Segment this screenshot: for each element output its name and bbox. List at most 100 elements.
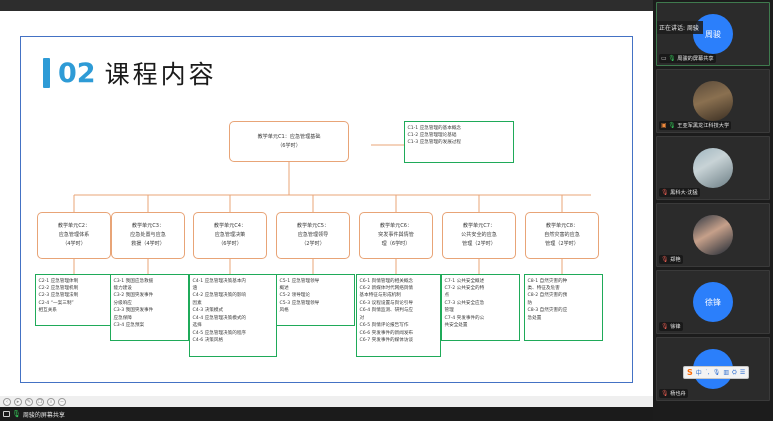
participant-name-tag: ▭ 🎙 周骏的屏幕共享	[659, 54, 716, 63]
detail-item: C8-3 自然灾害的应	[527, 308, 568, 314]
node-line: 教学单元C4：	[213, 223, 247, 230]
mic-icon[interactable]: 🎙	[712, 369, 721, 376]
node-line: 救援（4学时）	[131, 240, 165, 247]
node-line: 公共安全的应急	[461, 232, 497, 239]
screen-share-status-bar: 🎙 周骏的屏幕共享	[0, 407, 653, 421]
participant-tile-2[interactable]: 🎙 黑科大·沈猛	[656, 136, 770, 200]
detail-item: C1-3 应急管理的发展过程	[407, 140, 462, 146]
node-line: 管理（2学时）	[462, 240, 496, 247]
slide-title-text: 课程内容	[104, 60, 217, 89]
detail-item: C6-1 舆情管理的相关概念	[359, 278, 414, 284]
node-line: 教学单元C2：	[57, 223, 91, 230]
detail-item: C4-1 应急管理决策基本内	[192, 278, 247, 284]
ime-toolbar[interactable]: S 中 ˙, 🎙 ▥ ⛭ ☰	[683, 366, 750, 379]
detail-item: 选择	[192, 323, 202, 329]
detail-item: C4-4 应急管理决策模式的	[192, 315, 247, 321]
node-line: （4学时）	[62, 240, 86, 247]
tools-icon[interactable]: ⛭	[732, 368, 737, 376]
title-accent-bar	[43, 58, 50, 88]
node-line: 教学单元C6：	[379, 223, 413, 230]
detail-item: 急处置	[527, 315, 542, 321]
menu-icon[interactable]: ☰	[739, 369, 746, 376]
detail-item: C6-7 突发事件的媒体访谈	[359, 338, 414, 343]
page-title: 02 课程内容	[43, 55, 217, 91]
participant-sidebar[interactable]: 周骏 ▭ 🎙 周骏的屏幕共享 正在讲话: 周骏 ▣ 🎙 王亚军黑龙江科技大学 🎙…	[653, 0, 773, 421]
node-line: 应急管理领导	[297, 232, 329, 239]
course-structure-diagram: 教学单元C1：应急管理基础 （6学时） C1-1 应急管理的基本概念 C1-2 …	[21, 37, 634, 384]
participant-name-tag: 🎙 杨也舟	[659, 389, 688, 398]
detail-item: 分级响应	[113, 300, 132, 306]
mic-on-icon: 🎙	[668, 121, 676, 129]
detail-item: C5-2 领导理论	[279, 293, 311, 299]
zoom-icon[interactable]: ⌕	[47, 397, 55, 406]
share-screen-icon	[3, 411, 10, 417]
detail-item: C2-2 应急管理机制	[38, 285, 79, 291]
detail-item: C4-2 应急管理决策的影响	[192, 293, 247, 299]
participant-name-tag: ▣ 🎙 王亚军黑龙江科技大学	[659, 121, 732, 130]
detail-item: C2-4 “一案三制”	[38, 300, 74, 306]
mic-on-icon: 🎙	[12, 410, 21, 418]
detail-box-C6: C6-1 舆情管理的相关概念 C6-2 新媒体时代网络舆情 基本特征与形成机制 …	[356, 274, 441, 357]
node-line: 应急管理体系	[58, 232, 90, 239]
node-line: 教学单元C8：	[545, 223, 579, 230]
participant-tile-0[interactable]: 周骏 ▭ 🎙 周骏的屏幕共享 正在讲话: 周骏	[656, 2, 770, 66]
ime-punctuation-icon[interactable]: ˙,	[704, 369, 710, 376]
detail-item: C4-3 决策模式	[192, 308, 224, 314]
detail-item: C5-3 应急管理领导	[279, 300, 320, 306]
node-line: 管理（2学时）	[545, 240, 579, 247]
avatar: 徐锋	[693, 282, 733, 322]
node-root-title: 教学单元C1：应急管理基础	[257, 133, 321, 140]
sogou-logo-icon[interactable]: S	[687, 368, 693, 377]
detail-item: C6-5 舆情评论报告写作	[359, 323, 409, 329]
avatar	[693, 215, 733, 255]
participant-name: 王亚军黑龙江科技大学	[677, 123, 730, 129]
share-toolbar[interactable]: ‹ ▸ ✎ ❐ ⌕ −	[0, 396, 653, 407]
play-icon[interactable]: ▸	[14, 397, 22, 406]
diagram-connectors	[73, 144, 591, 274]
detail-item: C6-4 舆情监测、研判与应	[359, 308, 414, 314]
mic-off-icon: 🎙	[661, 188, 669, 196]
detail-item: 防	[527, 300, 533, 306]
participant-name-tag: 🎙 郑艳	[659, 255, 683, 264]
detail-item: C8-1 自然灾害的种	[527, 278, 568, 284]
share-screen-icon: ▭	[661, 54, 667, 62]
detail-item: 能力建设	[113, 285, 132, 291]
avatar	[693, 148, 733, 188]
detail-item: 对	[359, 315, 365, 321]
node-unit-C6: 教学单元C6： 突发事件舆情管 理（6学时）	[359, 212, 433, 259]
detail-item: C7-1 公共安全概述	[444, 278, 485, 284]
participant-tile-1[interactable]: ▣ 🎙 王亚军黑龙江科技大学	[656, 69, 770, 133]
detail-item: 风格	[279, 308, 289, 314]
participant-name-tag: 🎙 徐锋	[659, 322, 683, 331]
detail-box-C7: C7-1 公共安全概述 C7-2 公共安全的特 点 C7-3 公共安全应急 管理…	[441, 274, 520, 341]
participant-tile-3[interactable]: 🎙 郑艳	[656, 203, 770, 267]
shared-screen-area: 02 课程内容	[0, 11, 653, 396]
node-line: 理（6学时）	[381, 240, 411, 247]
pen-icon[interactable]: ✎	[25, 397, 33, 406]
participant-tile-4[interactable]: 徐锋 🎙 徐锋	[656, 270, 770, 334]
minus-icon[interactable]: −	[58, 397, 66, 406]
node-root-hours: （6学时）	[277, 142, 301, 149]
detail-box-C3: C3-1 我国应急救援 能力建设 C3-2 我国突发事件 分级响应 C3-3 我…	[110, 274, 189, 341]
slide-frame: 02 课程内容	[20, 36, 633, 383]
back-icon[interactable]: ‹	[3, 397, 11, 406]
detail-box-C1: C1-1 应急管理的基本概念 C1-2 应急管理理论基础 C1-3 应急管理的发…	[404, 121, 514, 163]
detail-item: 应急保障	[113, 315, 132, 321]
ime-mode-label[interactable]: 中	[695, 370, 702, 377]
node-root: 教学单元C1：应急管理基础 （6学时）	[229, 121, 349, 162]
detail-item: C5-1 应急管理领导	[279, 278, 320, 284]
detail-item: 相互关系	[38, 308, 57, 314]
detail-box-C5: C5-1 应急管理领导 概述 C5-2 领导理论 C5-3 应急管理领导 风格	[276, 274, 355, 326]
detail-item: 概述	[279, 285, 289, 291]
detail-item: C3-2 我国突发事件	[113, 293, 154, 299]
window-top-strip	[0, 0, 653, 11]
avatar	[693, 81, 733, 121]
participant-name: 黑科大·沈猛	[670, 190, 698, 196]
keyboard-icon[interactable]: ▥	[723, 369, 729, 376]
detail-box-C4: C4-1 应急管理决策基本内 涵 C4-2 应急管理决策的影响 因素 C4-3 …	[189, 274, 277, 357]
detail-item: C7-2 公共安全的特	[444, 285, 485, 291]
copy-icon[interactable]: ❐	[36, 397, 44, 406]
detail-item: C4-6 决策风格	[192, 338, 224, 343]
detail-item: C8-2 自然灾害的预	[527, 293, 568, 299]
